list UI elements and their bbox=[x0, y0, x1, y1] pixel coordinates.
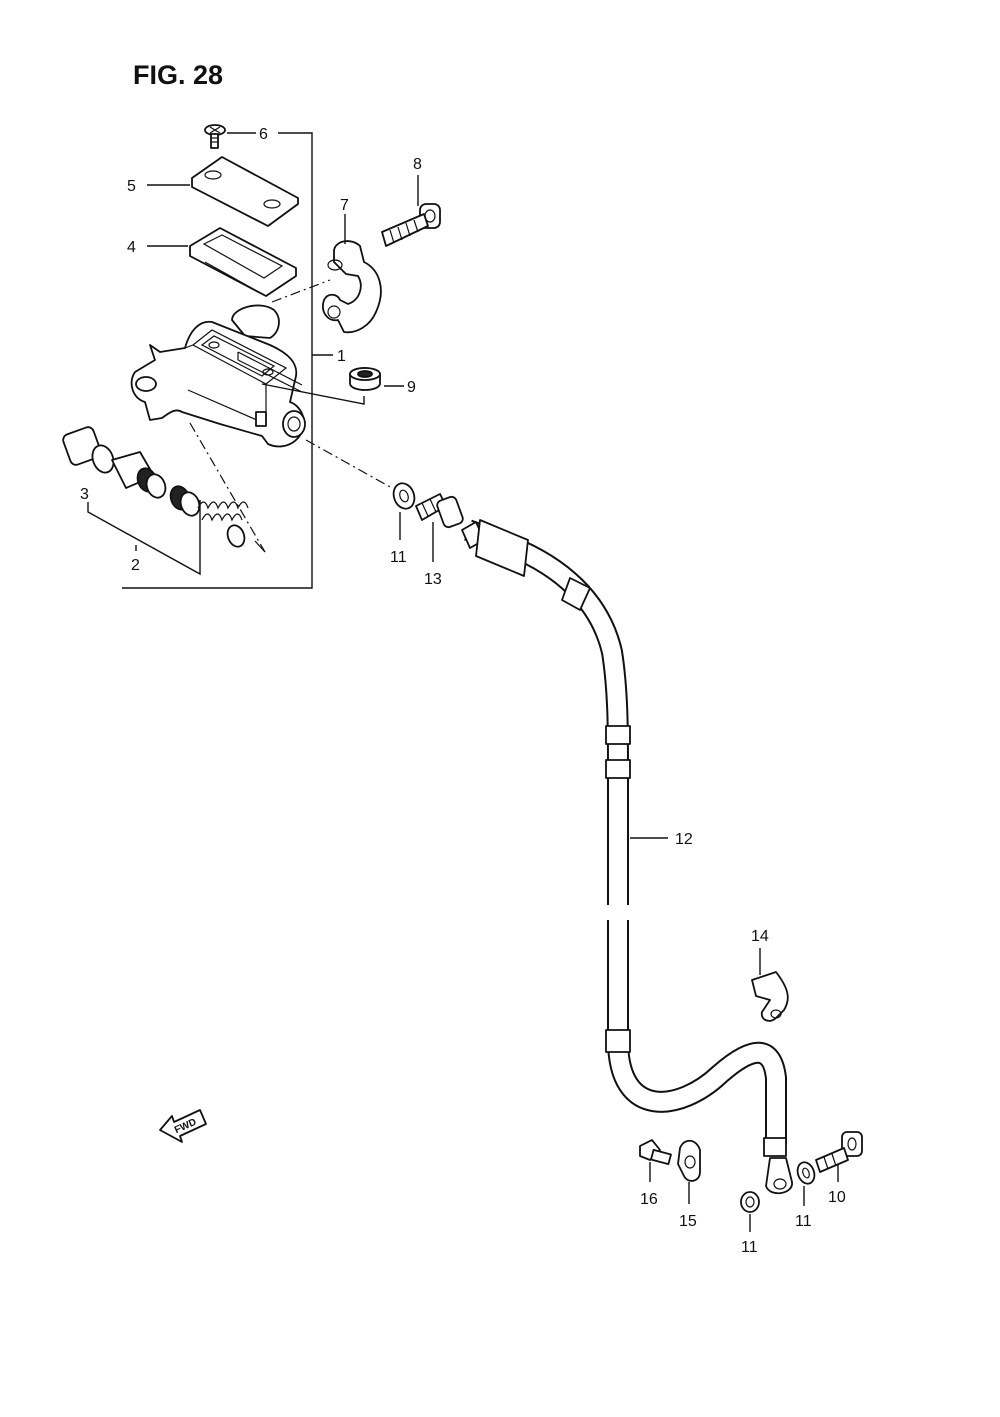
callout-3: 3 bbox=[80, 486, 89, 503]
callout-4: 4 bbox=[127, 239, 136, 256]
cap-screw-icon bbox=[204, 124, 256, 149]
hose-guide-icon bbox=[751, 948, 789, 1022]
figure-title: FIG. 28 bbox=[133, 60, 223, 90]
callout-11-lower: 11 bbox=[741, 1239, 758, 1256]
callout-13: 13 bbox=[424, 571, 442, 588]
callout-1: 1 bbox=[337, 348, 346, 365]
reservoir-cap-icon bbox=[147, 156, 299, 227]
washer-icon bbox=[740, 1191, 760, 1232]
callout-11-upper: 11 bbox=[390, 549, 407, 566]
callout-8: 8 bbox=[413, 156, 422, 173]
boot-icon bbox=[261, 367, 404, 405]
fwd-arrow-icon: FWD bbox=[159, 1109, 207, 1143]
clamp-icon bbox=[322, 214, 382, 334]
callout-10: 10 bbox=[828, 1189, 846, 1206]
diaphragm-icon bbox=[147, 227, 331, 303]
callout-6: 6 bbox=[259, 126, 268, 143]
callout-16: 16 bbox=[640, 1191, 658, 1208]
callout-14: 14 bbox=[751, 928, 769, 945]
assembly-bracket bbox=[122, 132, 333, 589]
union-bolt-icon bbox=[415, 493, 464, 562]
callout-15: 15 bbox=[679, 1213, 697, 1230]
callout-11-right: 11 bbox=[795, 1213, 812, 1230]
master-cylinder-icon bbox=[130, 304, 393, 553]
callout-2: 2 bbox=[131, 557, 140, 574]
bolt-icon bbox=[639, 1139, 672, 1182]
callout-12: 12 bbox=[675, 831, 693, 848]
callout-5: 5 bbox=[127, 178, 136, 195]
callout-7: 7 bbox=[340, 197, 349, 214]
clamp-bolt-icon bbox=[381, 175, 441, 247]
washer-icon bbox=[796, 1161, 816, 1206]
brake-hose-icon bbox=[461, 519, 793, 1195]
callout-9: 9 bbox=[407, 379, 416, 396]
piston-set-icon bbox=[62, 426, 249, 576]
bolt-icon bbox=[815, 1131, 863, 1182]
washer-icon bbox=[392, 482, 416, 540]
hose-clamp-icon bbox=[677, 1139, 701, 1204]
